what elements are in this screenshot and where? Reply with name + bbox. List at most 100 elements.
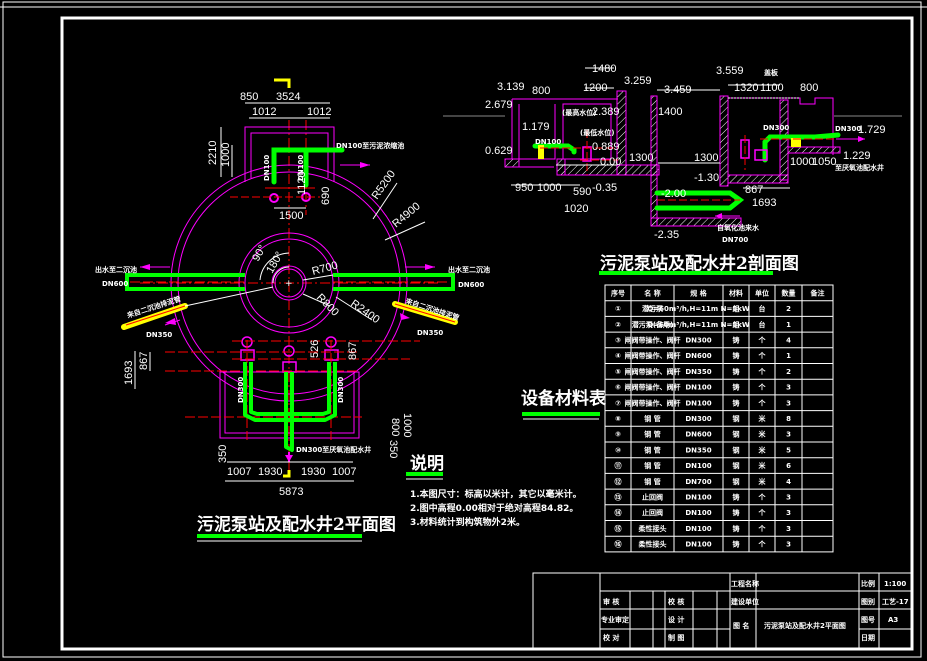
tb-project-label: 工程名称: [731, 579, 759, 588]
dim-r-outer: R5200: [370, 168, 398, 201]
materials-cell: 闸阀带操作、阀杆: [625, 367, 681, 376]
materials-cell: 钢: [733, 445, 740, 454]
materials-cell: 2: [786, 305, 791, 313]
elev-neg130: -1.30: [694, 172, 719, 184]
inflow-left-leader: [184, 286, 274, 307]
outer-wall-circle: [170, 164, 408, 402]
materials-cell: 2: [786, 368, 791, 376]
materials-cell: 个: [758, 398, 767, 407]
dim-bottom-seg-4: 1007: [332, 466, 356, 478]
tb-check-label: 校 核: [668, 597, 684, 606]
label-top-pipe: DN100至污泥浓缩池: [336, 141, 404, 150]
top-chamber-outer: [244, 126, 335, 182]
sec-dim-1200: 1200: [583, 82, 607, 94]
sec-dim-950: 950: [515, 182, 533, 194]
materials-cell: DN700: [685, 478, 711, 486]
bottom-outlet-arrowhead: [285, 455, 293, 462]
tb-drawing-no-label: 图别: [861, 597, 875, 606]
materials-cell: 柔性接头: [639, 524, 667, 533]
materials-cell: 1: [786, 352, 791, 360]
elev-3559: 3.559: [716, 65, 744, 77]
materials-cell: DN100: [685, 525, 711, 533]
materials-header-cell: 备注: [810, 288, 825, 297]
materials-cell: 铸: [733, 524, 740, 533]
materials-cell: 台: [759, 304, 766, 313]
materials-cell: ⑧: [615, 415, 621, 423]
dim-bottom-left: 350: [217, 445, 229, 463]
materials-cell: ⑪: [615, 461, 622, 470]
sec-dim-1693: 1693: [752, 197, 776, 209]
deep-chamber-wall-right: [719, 95, 729, 187]
dim-top-total: 3524: [276, 91, 300, 103]
materials-cell: DN300: [685, 336, 711, 344]
materials-title: 设备材料表: [521, 388, 607, 409]
materials-cell: 3: [786, 431, 791, 439]
materials-cell: 米: [758, 461, 767, 470]
dim-bottom-total: 5873: [279, 486, 303, 498]
materials-cell: 3: [786, 525, 791, 533]
label-out-right-dn: DN600: [458, 281, 484, 289]
left-slab-hatch: [504, 158, 520, 168]
plan-title: 污泥泵站及配水井2平面图: [197, 514, 396, 535]
materials-cell: 止回阀: [642, 508, 663, 517]
angle-arc-90: [259, 252, 290, 281]
materials-cell: 铸: [733, 540, 740, 549]
dim-right-low2: 867: [347, 342, 359, 360]
label-low-level: (最低水位): [580, 128, 614, 137]
materials-table-border: [604, 284, 834, 553]
notes-title: 说明: [410, 453, 444, 474]
elev-0629: 0.629: [485, 145, 513, 157]
materials-cell: 4: [786, 336, 791, 344]
materials-cell: 3: [786, 399, 791, 407]
materials-cell: 铸: [733, 398, 740, 407]
materials-cell: 米: [758, 477, 767, 486]
dim-right-low4: 800: [389, 418, 401, 436]
materials-cell: 铸: [733, 335, 740, 344]
sec-dim-800b: 800: [800, 82, 818, 94]
elev-1229: 1.229: [843, 150, 871, 162]
materials-cell: ③: [615, 336, 621, 344]
label-out-right: 出水至二沉池: [448, 265, 490, 274]
elev-1179: 1.179: [522, 121, 550, 133]
materials-cell: 闸阀带操作、阀杆: [625, 335, 681, 344]
materials-cell: ⑤: [615, 368, 621, 376]
label-high-level: (最高水位): [562, 108, 596, 117]
sec-dim-590: 590: [573, 186, 591, 198]
note-item-3: 3.材料统计到构筑物外2米。: [410, 516, 525, 528]
materials-cell: 4: [786, 478, 791, 486]
materials-cell: DN600: [685, 352, 711, 360]
materials-cell: DN100: [685, 399, 711, 407]
sec-dim-800a: 800: [532, 85, 550, 97]
dim-left-low2: 867: [138, 352, 150, 370]
label-cover: 盖板: [764, 68, 779, 77]
outflow-pipes: [125, 273, 455, 291]
label-drop-left: DN300: [237, 377, 245, 403]
materials-cell: 5: [786, 446, 791, 454]
materials-header-cell: 名 称: [644, 288, 660, 297]
elev-3459: 3.459: [664, 84, 692, 96]
note-item-1: 1.本图尺寸：标高以米计，其它以毫米计。: [410, 488, 582, 500]
dim-left-low1: 1693: [123, 361, 135, 385]
materials-cell: 米: [758, 414, 767, 423]
notes-block: 说明 1.本图尺寸：标高以米计，其它以毫米计。 2.图中高程0.00相对于绝对高…: [406, 453, 582, 528]
top-pipe-group: [271, 147, 345, 188]
materials-cell: 钢: [733, 461, 740, 470]
tb-drawing-no: 工艺-17: [882, 597, 909, 606]
tb-review-label: 审 核: [603, 597, 619, 606]
tb-sheet: A3: [888, 616, 898, 624]
materials-cell: 闸阀带操作、阀杆: [625, 398, 681, 407]
label-riser-left: DN100: [263, 155, 271, 181]
dim-top-left: 1012: [252, 106, 276, 118]
materials-cell: DN100: [685, 462, 711, 470]
valve-yellow-left: [538, 145, 544, 159]
elev-1729: 1.729: [858, 124, 886, 136]
materials-header-cell: 规 格: [690, 288, 707, 297]
dim-right-low5: 350: [387, 440, 399, 458]
materials-cell: 1: [786, 321, 791, 329]
arrow-right-head: [425, 264, 435, 270]
materials-cell: ⑩: [615, 446, 621, 454]
materials-cell: 柔性接头: [639, 540, 667, 549]
materials-cell: 个: [758, 524, 767, 533]
label-in-left-dn: DN350: [146, 331, 172, 339]
